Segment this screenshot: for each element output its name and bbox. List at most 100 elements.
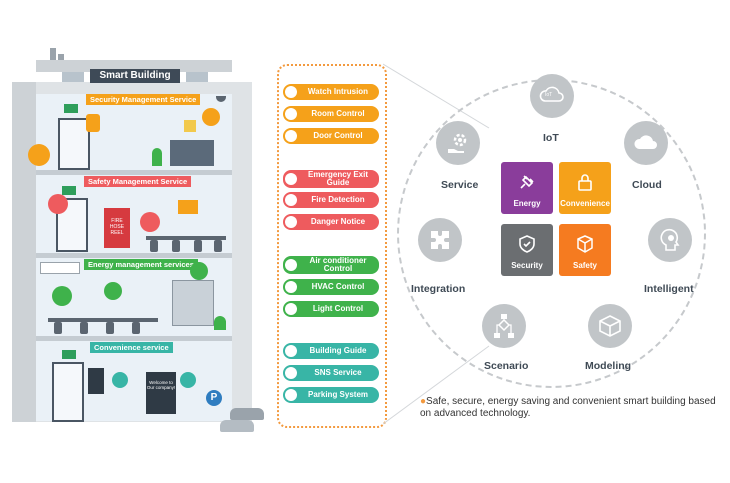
door-icon	[285, 130, 297, 142]
chair	[194, 240, 202, 252]
cube-icon	[599, 315, 621, 337]
door-control-icon	[28, 144, 50, 166]
room-control-icon	[285, 108, 297, 120]
plug-icon	[520, 175, 534, 189]
guide-icon	[285, 345, 297, 357]
chair	[106, 322, 114, 334]
summary-text: Safe, secure, energy saving and convenie…	[420, 396, 716, 419]
label-scenario: Scenario	[484, 360, 529, 372]
lock-icon	[578, 174, 592, 191]
gear-hand-icon	[448, 133, 467, 153]
side-wall	[12, 82, 36, 422]
light-icon	[104, 282, 122, 300]
node-service	[436, 121, 480, 165]
service-watch-intrusion: Watch Intrusion	[283, 84, 379, 100]
room-control-icon	[202, 108, 220, 126]
fire-hose-reel: FIRE HOSE REEL	[104, 208, 130, 248]
window	[62, 72, 84, 82]
air-conditioner-icon	[285, 259, 297, 271]
light-bulb-icon	[285, 303, 297, 315]
parking-icon	[180, 372, 196, 388]
door	[58, 118, 90, 170]
label-modeling: Modeling	[585, 360, 632, 372]
desk	[146, 236, 226, 240]
chair	[54, 322, 62, 334]
plant-icon	[214, 316, 226, 330]
parking-sign-icon: P	[206, 390, 222, 406]
iot-badge: IoT	[545, 92, 553, 98]
floor-label-energy: Energy management services	[84, 259, 198, 270]
door	[56, 198, 88, 252]
label-cloud: Cloud	[632, 179, 662, 191]
chair	[150, 240, 158, 252]
chair	[80, 322, 88, 334]
tile-label: Energy	[513, 199, 541, 208]
floor-label-safety: Safety Management Service	[84, 176, 192, 187]
label-service: Service	[441, 179, 479, 191]
picture-frame	[178, 200, 198, 214]
building-title: Smart Building	[90, 69, 180, 83]
label-intelligent: Intelligent	[644, 283, 694, 295]
box-icon	[577, 235, 593, 253]
service-fire-detection: Fire Detection	[283, 192, 379, 208]
cloud-icon	[634, 135, 657, 149]
hvac-icon	[285, 281, 297, 293]
service-room-control: Room Control	[283, 106, 379, 122]
service-emergency-exit-guide: Emergency Exit Guide	[283, 170, 379, 188]
info-kiosk: Welcome to Our company!	[146, 372, 176, 414]
plant-icon	[152, 148, 162, 166]
air-conditioner-icon	[52, 286, 72, 306]
tile-safety: Safety	[559, 224, 611, 276]
node-intelligent	[648, 218, 692, 262]
node-cloud	[624, 121, 668, 165]
desk-cabinet	[170, 140, 214, 166]
picture-frame	[184, 120, 196, 132]
chair	[132, 322, 140, 334]
label-iot: IoT	[543, 132, 559, 144]
chimney	[50, 48, 56, 62]
service-light-control: Light Control	[283, 301, 379, 317]
flowchart-icon	[494, 314, 514, 338]
iot-cloud-icon	[539, 86, 564, 102]
car-icon	[220, 420, 254, 432]
node-integration	[418, 218, 462, 262]
sns-icon	[112, 372, 128, 388]
service-door-control: Door Control	[283, 128, 379, 144]
node-scenario	[482, 304, 526, 348]
roof	[36, 60, 232, 72]
service-air-conditioner-control: Air conditioner Control	[283, 256, 379, 274]
chair	[172, 240, 180, 252]
car-icon	[230, 408, 264, 420]
shield-check-icon	[519, 235, 535, 253]
cctv-camera-icon	[216, 96, 226, 102]
puzzle-icon	[431, 231, 449, 249]
tile-security: Security	[501, 224, 553, 276]
tile-label: Convenience	[560, 199, 610, 208]
tile-label: Safety	[572, 261, 597, 270]
tile-energy: Energy	[501, 162, 553, 214]
service-building-guide: Building Guide	[283, 343, 379, 359]
summary-note: ●Safe, secure, energy saving and conveni…	[420, 396, 720, 420]
tile-label: Security	[511, 261, 543, 270]
exit-sign-icon	[64, 104, 78, 113]
window	[186, 72, 208, 82]
emergency-exit-icon	[48, 194, 68, 214]
sns-icon	[285, 367, 297, 379]
chair	[214, 240, 222, 252]
intruder-icon	[86, 114, 100, 132]
desk	[48, 318, 158, 322]
chimney	[58, 54, 64, 62]
service-parking-system: Parking System	[283, 387, 379, 403]
node-modeling	[588, 304, 632, 348]
building-guide-board	[88, 368, 104, 394]
car-icon	[285, 389, 297, 401]
warning-icon	[285, 216, 297, 228]
service-danger-notice: Danger Notice	[283, 214, 379, 230]
exit-sign-icon	[62, 186, 76, 195]
danger-notice-icon	[140, 212, 160, 232]
service-hvac-control: HVAC Control	[283, 279, 379, 295]
floor-label-security: Security Management Service	[86, 94, 201, 105]
tile-convenience: Convenience	[559, 162, 611, 214]
exit-sign-icon	[62, 350, 76, 359]
floor-label-convenience: Convenience service	[90, 342, 173, 353]
